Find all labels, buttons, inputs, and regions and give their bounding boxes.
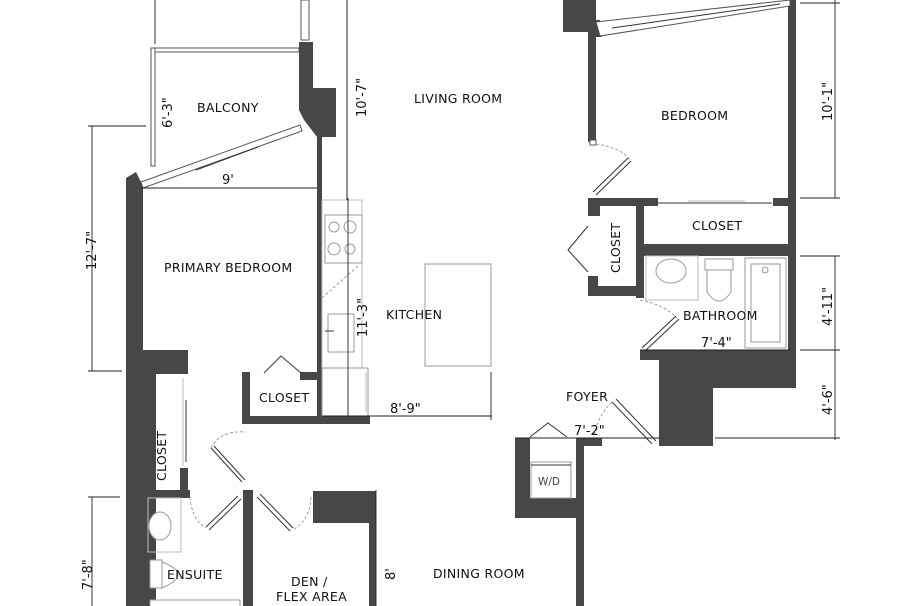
walls (126, 0, 796, 606)
dim-balcony-width: 9' (222, 173, 234, 188)
dim-foyer-width: 7'-2" (574, 424, 605, 439)
dim-dining-depth: 8' (384, 568, 399, 580)
bathtub-icon (744, 257, 787, 349)
doors (189, 139, 680, 532)
label-den-line2: FLEX AREA (276, 589, 347, 604)
label-laundry: W/D (538, 476, 560, 488)
dim-ensuite-depth: 7'-8" (81, 559, 96, 590)
dim-bathroom-depth: 4'-11" (821, 287, 836, 326)
label-ensuite-closet: CLOSET (154, 431, 169, 481)
label-ensuite: ENSUITE (167, 567, 223, 582)
washer-dryer-icon (530, 461, 572, 499)
label-bedroom: BEDROOM (661, 108, 728, 123)
cooktop-icon (324, 214, 363, 264)
fridge-icon (321, 367, 369, 417)
fixtures (147, 199, 787, 606)
bathroom-sink-icon (655, 258, 687, 284)
dim-bathroom-width: 7'-4" (701, 336, 732, 351)
label-hall-closet: CLOSET (608, 223, 623, 273)
dim-kitchen-width: 8'-9" (390, 402, 421, 417)
label-primary-closet: CLOSET (259, 390, 309, 405)
label-dining-room: DINING ROOM (433, 566, 525, 581)
label-bathroom: BATHROOM (683, 308, 758, 323)
dim-foyer-depth: 4'-6" (821, 384, 836, 415)
dim-balcony-depth: 6'-3" (161, 97, 176, 128)
label-kitchen: KITCHEN (386, 307, 442, 322)
dimension-labels: 6'-3" 9' 10'-7" 10'-1" 12'-7" 11'-3" 8'-… (81, 78, 836, 590)
ensuite-toilet-icon (149, 559, 179, 589)
label-living-room: LIVING ROOM (414, 91, 502, 106)
dim-primary-depth: 12'-7" (85, 231, 100, 270)
label-balcony: BALCONY (197, 100, 259, 115)
kitchen-sink-icon (325, 313, 355, 353)
kitchen-island (424, 263, 492, 367)
rails-and-windows (140, 0, 791, 200)
label-den-line1: DEN / (291, 574, 328, 589)
label-foyer: FOYER (566, 389, 608, 404)
dim-bedroom-depth: 10'-1" (821, 82, 836, 121)
dimension-lines (88, 0, 840, 606)
label-bedroom-closet: CLOSET (692, 218, 742, 233)
label-primary-bedroom: PRIMARY BEDROOM (164, 260, 293, 275)
room-labels: BALCONY LIVING ROOM BEDROOM CLOSET CLOSE… (154, 91, 758, 604)
dim-living-depth: 10'-7" (355, 78, 370, 117)
bathroom-toilet-icon (704, 258, 734, 302)
ensuite-sink-icon (148, 511, 172, 541)
dim-kitchen-depth: 11'-3" (356, 298, 371, 337)
